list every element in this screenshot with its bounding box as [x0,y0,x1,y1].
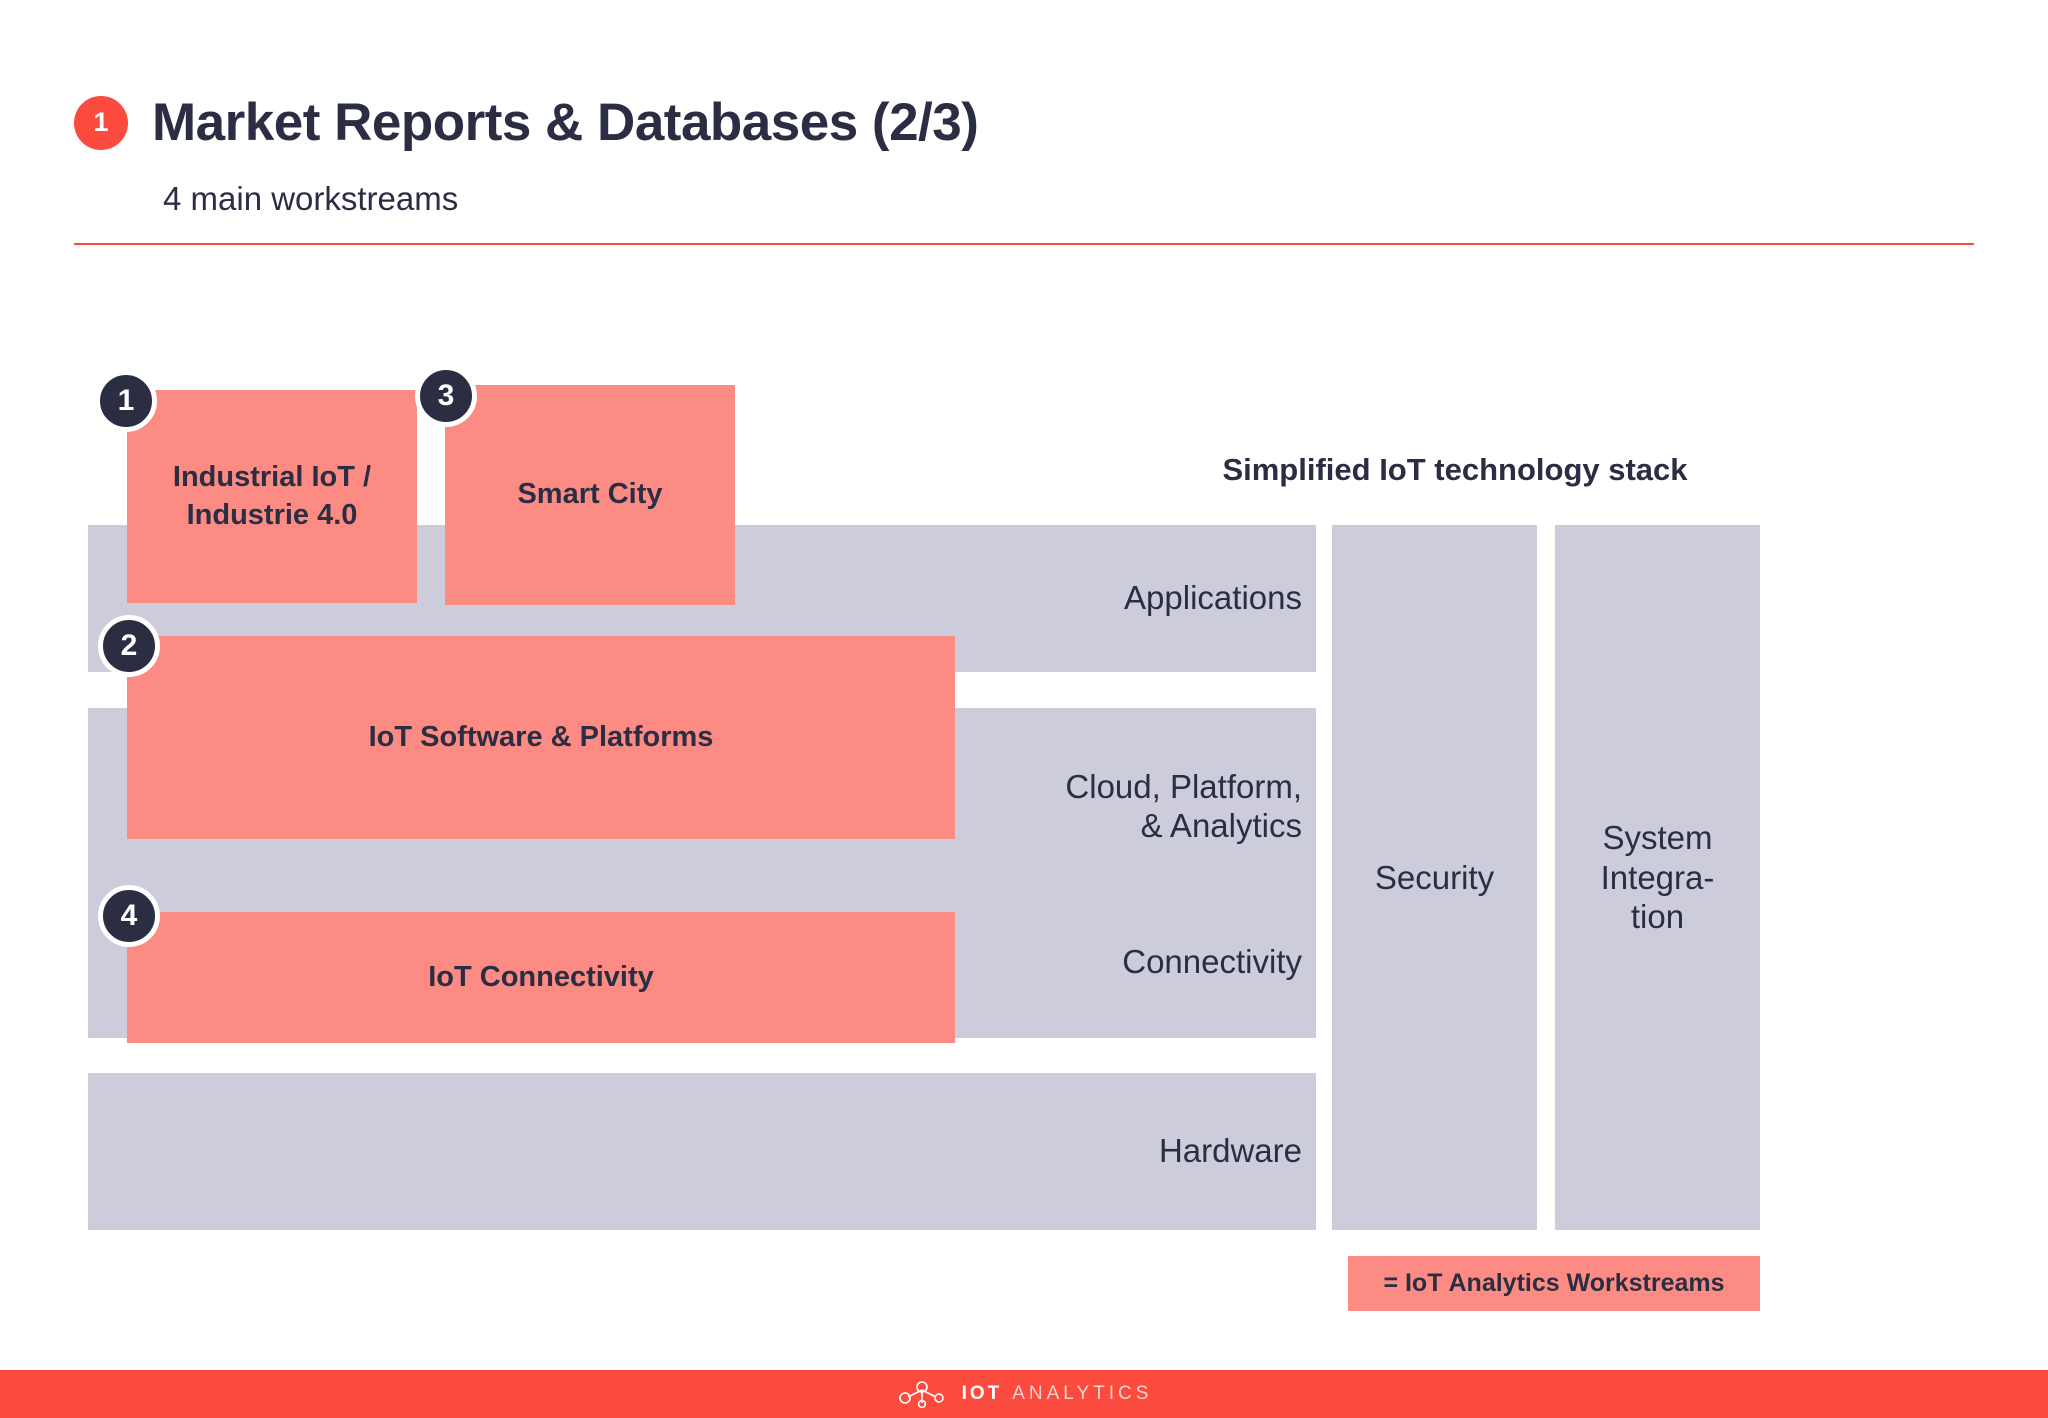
title-row: 1 Market Reports & Databases (2/3) [74,92,979,153]
slide-footer: IOT ANALYTICS [0,1370,2048,1418]
stack-layer-hardware: Hardware [88,1073,1316,1230]
iot-network-icon [898,1381,944,1409]
header-divider [74,243,1974,245]
workstream-label: Industrial IoT /Industrie 4.0 [172,461,372,531]
stack-heading: Simplified IoT technology stack [1222,452,1688,487]
footer-brand-secondary: ANALYTICS [1012,1383,1153,1404]
workstream-label: IoT Connectivity [428,960,654,993]
workstream-badge-2: 2 [98,615,160,677]
stack-layer-label: Cloud, Platform,& Analytics [1065,768,1302,844]
stack-column-label: Security [1374,858,1495,896]
footer-brand-primary: IOT [961,1383,1003,1404]
title-number-badge: 1 [74,95,128,150]
workstream-box-iot-software-platforms: IoT Software & Platforms [127,636,955,839]
workstream-badge-3: 3 [415,365,477,427]
workstream-badge-1: 1 [95,370,157,432]
page-subtitle: 4 main workstreams [163,180,459,217]
workstream-box-industrial-iot: Industrial IoT /Industrie 4.0 [127,390,417,603]
stack-layer-label: Hardware [1158,1132,1302,1170]
stack-column-security: Security [1332,525,1537,1230]
stack-layer-label: Applications [1124,579,1302,617]
legend-label: = IoT Analytics Workstreams [1383,1269,1725,1297]
workstream-badge-4: 4 [98,885,160,947]
workstream-label: Smart City [517,478,663,511]
workstream-box-smart-city: Smart City [445,385,735,605]
workstream-box-iot-connectivity: IoT Connectivity [127,912,955,1043]
page-title: Market Reports & Databases (2/3) [152,93,979,152]
workstream-label: IoT Software & Platforms [368,720,714,753]
stack-layer-label: Connectivity [1122,942,1302,980]
legend-workstreams: = IoT Analytics Workstreams [1348,1256,1760,1311]
footer-brand: IOT ANALYTICS [962,1383,1153,1405]
footer-logo: IOT ANALYTICS [896,1379,1153,1409]
slide-header: 1 Market Reports & Databases (2/3) 4 mai… [0,0,2048,260]
